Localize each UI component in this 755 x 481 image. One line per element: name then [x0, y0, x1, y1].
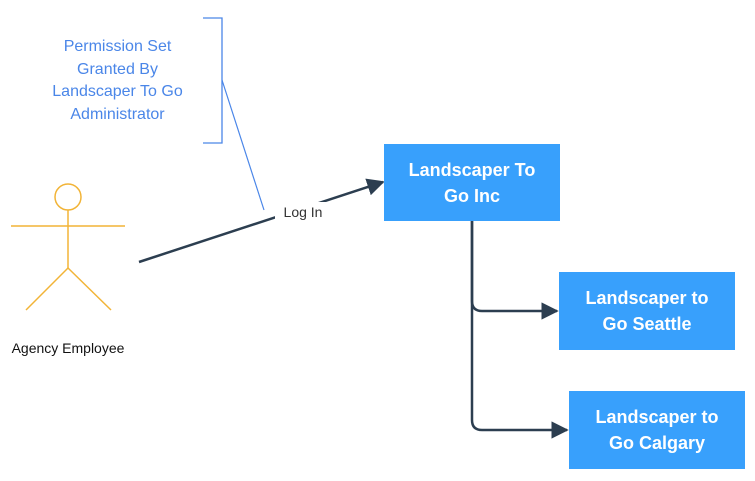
login-edge-label: Log In	[275, 202, 331, 222]
connector-inc-to-calgary	[470, 221, 569, 439]
node-landscaper-to-go-seattle[interactable]: Landscaper to Go Seattle	[559, 272, 735, 350]
actor-label: Agency Employee	[11, 340, 125, 356]
node-landscaper-to-go-inc[interactable]: Landscaper To Go Inc	[384, 144, 560, 221]
permission-annotation: Permission Set Granted By Landscaper To …	[52, 38, 183, 123]
connector-inc-to-seattle	[470, 221, 559, 320]
annotation-bracket	[203, 17, 223, 144]
actor-icon	[11, 183, 125, 311]
node-landscaper-to-go-calgary[interactable]: Landscaper to Go Calgary	[569, 391, 745, 469]
annotation-leader-line	[221, 79, 265, 211]
actor-head	[54, 183, 82, 211]
login-arrow	[138, 178, 385, 264]
actor-left-leg	[25, 267, 69, 311]
actor-right-leg	[67, 267, 112, 311]
